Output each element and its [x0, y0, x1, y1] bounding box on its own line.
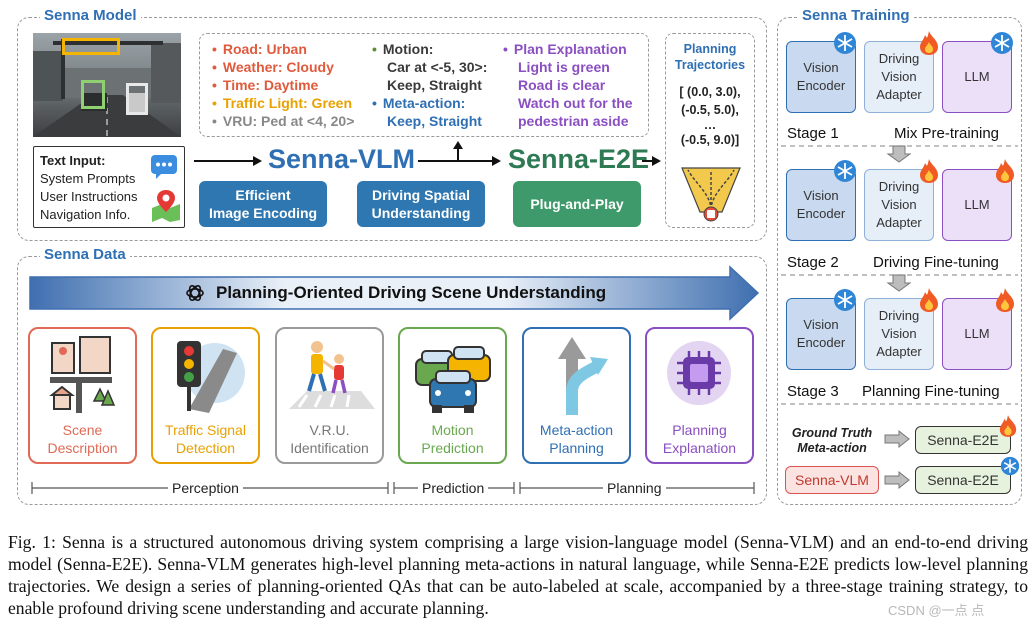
- senna-model-panel: [17, 17, 767, 241]
- gt-arrow: [884, 430, 910, 448]
- camera-image: [33, 33, 181, 137]
- attr-plan-line1: Light is green: [518, 59, 610, 75]
- senna-data-title: Senna Data: [40, 246, 130, 263]
- senna-vlm-label: Senna-VLM: [268, 144, 416, 174]
- turn-arrow-icon: [558, 337, 608, 415]
- snowflake-icon: [991, 32, 1013, 54]
- fire-icon: [999, 415, 1017, 437]
- snowflake-icon: [834, 32, 856, 54]
- cars-icon: [415, 346, 491, 413]
- stage3-label: Stage 3: [787, 383, 839, 400]
- traffic-light-bbox: [62, 38, 120, 55]
- figure-caption: Fig. 1: Senna is a structured autonomous…: [8, 532, 1028, 618]
- text-input-line2: User Instructions: [40, 189, 138, 204]
- vehicle-bbox: [81, 80, 105, 109]
- pedestrian-bbox: [126, 83, 148, 115]
- fire-icon: [920, 159, 938, 183]
- fire-icon: [920, 288, 938, 312]
- attr-weather: • Weather: Cloudy: [212, 59, 334, 75]
- fire-icon: [996, 288, 1014, 312]
- banner-text: Planning-Oriented Driving Scene Understa…: [216, 283, 607, 302]
- watermark: CSDN @一点 点: [888, 600, 985, 619]
- text-input-title: Text Input:: [40, 153, 106, 168]
- e2e-box-train: Senna-E2E: [915, 426, 1011, 454]
- stage-separators: [781, 145, 1018, 405]
- planning-label: Planning: [603, 480, 666, 496]
- attr-traffic-light: • Traffic Light: Green: [212, 95, 353, 111]
- senna-e2e-label: Senna-E2E: [508, 144, 650, 174]
- prediction-label: Prediction: [418, 480, 489, 496]
- senna-training-title: Senna Training: [798, 7, 914, 24]
- ai-chip-icon: [667, 341, 731, 405]
- fire-icon: [996, 159, 1014, 183]
- attr-motion-line1: Car at <-5, 30>:: [387, 59, 488, 75]
- trajectories-values: [ (0.0, 3.0),(-0.5, 5.0),…(-0.5, 9.0)]: [679, 85, 741, 147]
- attr-vru: • VRU: Ped at <4, 20>: [212, 113, 355, 129]
- attr-plan-line3: Watch out for the: [518, 95, 633, 111]
- chat-icon: [151, 155, 177, 179]
- snowflake-icon: [834, 160, 856, 182]
- card-vru: V.R.U.Identification: [275, 327, 384, 464]
- text-input-line3: Navigation Info.: [40, 207, 131, 222]
- traffic-light-icon: [177, 341, 245, 413]
- senna-data-panel: [17, 256, 767, 505]
- plug-and-play-chip: Plug-and-Play: [513, 181, 641, 227]
- stage2-name: Driving Fine-tuning: [873, 254, 999, 271]
- stage3-name: Planning Fine-tuning: [862, 383, 1000, 400]
- scene-attributes-box: [199, 33, 649, 137]
- attr-plan-line4: pedestrian aside: [518, 113, 629, 129]
- openai-logo-icon: [186, 284, 204, 302]
- senna-model-title: Senna Model: [40, 7, 141, 24]
- attr-meta-line1: Keep, Straight: [387, 113, 482, 129]
- map-pin-icon: [152, 190, 180, 222]
- perception-label: Perception: [168, 480, 243, 496]
- snowflake-icon: [1000, 456, 1020, 476]
- attr-plan-title: • Plan Explanation: [503, 41, 627, 57]
- pedestrians-icon: [289, 341, 375, 409]
- stage2-label: Stage 2: [787, 254, 839, 271]
- e2e-box-frozen: Senna-E2E: [915, 466, 1011, 494]
- attr-motion-title: • Motion:: [372, 41, 434, 57]
- card-label-vru: V.R.U.Identification: [290, 422, 369, 456]
- planning-trajectories-box: [665, 33, 755, 228]
- text-input-line1: System Prompts: [40, 171, 136, 186]
- attr-time: • Time: Daytime: [212, 77, 319, 93]
- attr-motion-line2: Keep, Straight: [387, 77, 482, 93]
- attr-road: • Road: Urban: [212, 41, 307, 57]
- attr-meta-title: • Meta-action:: [372, 95, 466, 111]
- buildings-icon: [49, 336, 116, 413]
- banner-arrow: [29, 265, 760, 321]
- stage1-label: Stage 1: [787, 125, 839, 142]
- flow-arrows: [194, 141, 661, 166]
- vlm-box-train: Senna-VLM: [785, 466, 879, 494]
- text-input-box: [33, 146, 185, 228]
- snowflake-icon: [834, 289, 856, 311]
- attr-plan-line2: Road is clear: [518, 77, 606, 93]
- stage1-name: Mix Pre-training: [894, 125, 1000, 142]
- fire-icon: [920, 31, 938, 55]
- vlm-arrow: [884, 471, 910, 489]
- trajectory-road-icon: [681, 167, 741, 222]
